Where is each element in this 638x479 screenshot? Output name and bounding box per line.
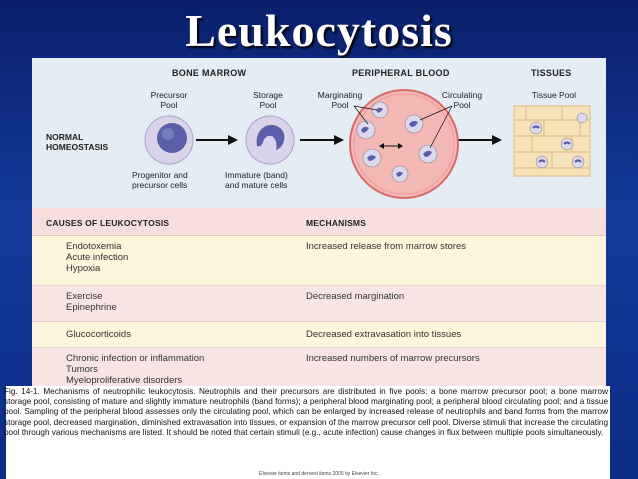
tissue-pool-icon [513,105,591,177]
mechanism-cell: Increased numbers of marrow precursors [306,353,480,364]
table-header-row: CAUSES OF LEUKOCYTOSIS MECHANISMS [32,208,606,236]
label-precursor-pool: Precursor Pool [150,90,188,110]
caption-panel: Fig. 14-1. Mechanisms of neutrophilic le… [4,386,610,479]
label-immature-cells: Immature (band) and mature cells [225,170,288,190]
cause-cell: Chronic infection or inflammation Tumors… [66,353,205,386]
label-storage-pool: Storage Pool [253,90,283,110]
cause-cell: Glucocorticoids [66,329,131,340]
figure-caption: Fig. 14-1. Mechanisms of neutrophilic le… [4,387,608,437]
section-bone-marrow: BONE MARROW [172,68,247,78]
section-peripheral-blood: PERIPHERAL BLOOD [352,68,450,78]
cause-cell: Endotoxemia Acute infection Hypoxia [66,241,129,274]
copyright-credit: Elsevier items and derived items 2005 by… [259,471,379,477]
blood-vessel-icon [349,89,459,199]
mechanism-cell: Decreased extravasation into tissues [306,329,462,340]
storage-cell-icon [245,115,295,165]
diagram-drawing [144,89,591,199]
label-circulating-pool: Circulating Pool [441,90,483,110]
table-row: Exercise Epinephrine Decreased marginati… [32,286,606,322]
cause-cell: Exercise Epinephrine [66,291,117,313]
label-progenitor-cells: Progenitor and precursor cells [132,170,188,190]
table-row: Glucocorticoids Decreased extravasation … [32,322,606,348]
mechanism-cell: Decreased margination [306,291,405,302]
circulating-cell-icon [391,114,438,183]
label-normal-homeostasis: NORMAL HOMEOSTASIS [46,132,109,152]
precursor-cell-icon [144,115,194,165]
mechanism-cell: Increased release from marrow stores [306,241,466,252]
figure: BONE MARROW PERIPHERAL BLOOD TISSUES Pre… [32,58,606,479]
marginating-cell-icon [356,101,389,168]
label-marginating-pool: Marginating Pool [317,90,363,110]
header-causes: CAUSES OF LEUKOCYTOSIS [46,218,170,228]
label-tissue-pool: Tissue Pool [531,90,577,100]
pool-diagram: BONE MARROW PERIPHERAL BLOOD TISSUES Pre… [32,58,606,208]
slide-title: Leukocytosis [185,5,453,56]
table-row: Endotoxemia Acute infection Hypoxia Incr… [32,236,606,286]
section-tissues: TISSUES [531,68,572,78]
header-mechanisms: MECHANISMS [306,218,367,228]
